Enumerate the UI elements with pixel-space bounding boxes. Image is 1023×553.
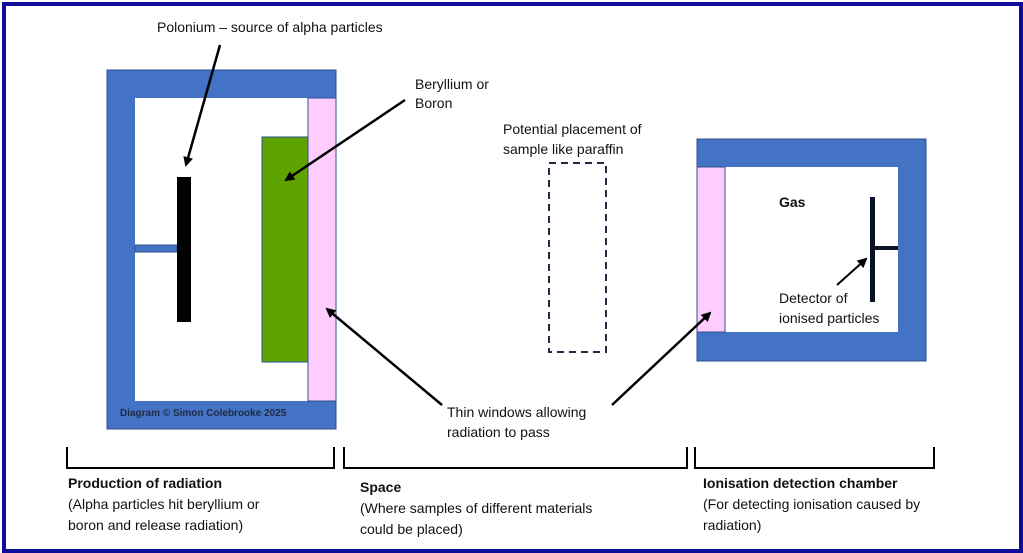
section-detection: Ionisation detection chamber (For detect… [703, 473, 920, 536]
left-window-arrow [325, 307, 443, 406]
detector-lead [875, 246, 898, 250]
detector-arrow [836, 257, 868, 286]
section-space: Space (Where samples of different materi… [360, 477, 592, 540]
windows-label-line1: Thin windows allowing [447, 404, 587, 420]
section-desc-line2: radiation) [703, 517, 762, 533]
right-window-arrow [611, 311, 712, 406]
beryllium-label-line1: Beryllium or [415, 76, 489, 92]
section-desc-line1: (Alpha particles hit beryllium or [68, 496, 260, 512]
section-desc-line1: (For detecting ionisation caused by [703, 496, 921, 512]
detector-plate [870, 197, 875, 302]
source-holder-rod [134, 244, 178, 253]
gas-label: Gas [779, 194, 806, 210]
section-title: Space [360, 479, 402, 495]
section-production: Production of radiation (Alpha particles… [68, 473, 259, 536]
windows-label-line2: radiation to pass [447, 424, 550, 440]
bracket-detection [694, 447, 935, 469]
sample-label-line1: Potential placement of [503, 121, 642, 137]
bracket-production [66, 447, 335, 469]
beryllium-arrow [284, 98, 406, 182]
copyright-text: Diagram © Simon Colebrooke 2025 [120, 408, 287, 419]
polonium-source [177, 177, 191, 322]
sample-placeholder [548, 162, 607, 353]
section-desc-line2: could be placed) [360, 521, 463, 537]
detector-label-line1: Detector of [779, 290, 848, 306]
ionisation-chamber-interior [725, 167, 898, 332]
polonium-arrow [183, 44, 222, 167]
section-title: Ionisation detection chamber [703, 475, 898, 491]
section-desc-line2: boron and release radiation) [68, 517, 244, 533]
section-title: Production of radiation [68, 475, 222, 491]
sample-label-line2: sample like paraffin [503, 141, 624, 157]
left-thin-window [307, 97, 337, 402]
beryllium-label-line2: Boron [415, 95, 453, 111]
bracket-space [343, 447, 688, 469]
detector-label-line2: ionised particles [779, 310, 880, 326]
right-thin-window [696, 166, 726, 333]
section-desc-line1: (Where samples of different materials [360, 500, 593, 516]
polonium-label: Polonium – source of alpha particles [157, 19, 383, 35]
